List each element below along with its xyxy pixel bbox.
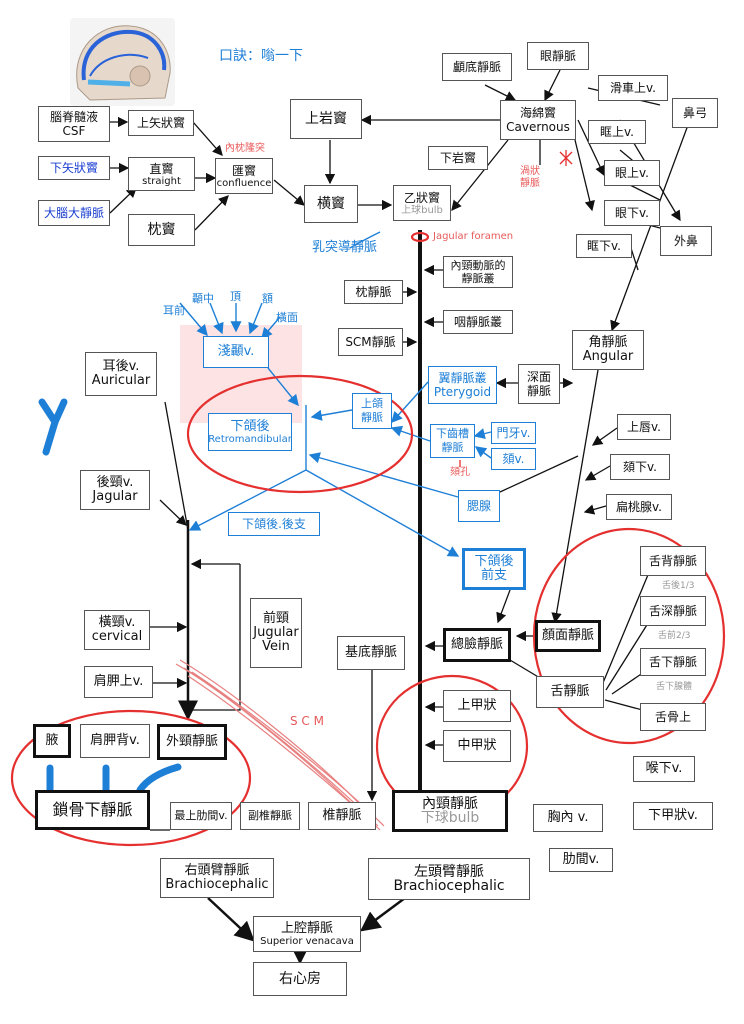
submental-vein-box[interactable]: 頦下v. (610, 454, 670, 480)
subclavian-links (46, 763, 182, 794)
inferior-alveolar-vein-box[interactable]: 下齒槽靜脈 (430, 424, 475, 458)
tongue-posterior-label: 舌後1/3 (662, 581, 695, 591)
deep-lingual-vein-box[interactable]: 舌深靜脈 (640, 596, 706, 626)
subclavian-vein-box[interactable]: 鎖骨下靜脈 (35, 790, 150, 830)
tongue-anterior-label: 舌前2/3 (658, 631, 691, 641)
external-jugular-vein-box[interactable]: 外頸靜脈 (157, 724, 227, 760)
temporal-anterior-label: 耳前 (163, 304, 185, 317)
facial-vein-box[interactable]: 顏面靜脈 (535, 620, 601, 652)
mastoid-emissary-label: 乳突導靜脈 (312, 240, 378, 255)
posterior-auricular-vein-box[interactable]: 耳後v.Auricular (85, 352, 157, 396)
scm-label: S C M (290, 714, 324, 728)
sigmoid-sinus-box[interactable]: 乙狀竇上球bulb (393, 185, 451, 221)
y-symbol (38, 398, 68, 456)
first-intercostal-vein-box[interactable]: 最上肋間v. (170, 802, 232, 830)
lingual-vein-box[interactable]: 舌靜脈 (536, 676, 604, 708)
jugular-foramen-label: Jagular foramen (433, 231, 514, 242)
supraorbital-vein-box[interactable]: 眶上v. (588, 120, 646, 144)
dorsal-lingual-vein-box[interactable]: 舌背靜脈 (640, 546, 706, 576)
sublingual-vein-box[interactable]: 舌下靜脈 (640, 648, 706, 676)
inferior-sagittal-sinus-box[interactable]: 下矢狀竇 (38, 156, 110, 180)
vertebral-vein-box[interactable]: 椎靜脈 (308, 802, 376, 830)
superior-sagittal-sinus-box[interactable]: 上矢狀竇 (128, 110, 194, 136)
internal-jugular-vein-box[interactable]: 內頸靜脈下球bulb (392, 790, 508, 832)
internal-thoracic-vein-box[interactable]: 胸內 v. (533, 804, 603, 832)
superficial-temporal-vein-box[interactable]: 淺顳v. (203, 336, 269, 368)
supratrochlear-vein-box[interactable]: 滑車上v. (598, 75, 668, 101)
suprahyoid-vein-box[interactable]: 舌骨上 (640, 703, 706, 731)
middle-thyroid-vein-box[interactable]: 中甲狀 (443, 730, 511, 762)
mnemonic: 口訣：嗡一下 (219, 48, 303, 64)
inferior-thyroid-vein-box[interactable]: 下甲狀v. (633, 802, 713, 830)
retromandibular-posterior-branch-box[interactable]: 下頜後.後支 (228, 512, 320, 536)
mental-vein-box[interactable]: 頦v. (491, 448, 536, 470)
scm-vein-box[interactable]: SCM靜脈 (338, 328, 403, 356)
cavernous-star (459, 150, 573, 467)
dorsal-scapular-vein-box[interactable]: 肩胛背v. (80, 724, 150, 758)
inferior-petrosal-sinus-box[interactable]: 下岩竇 (428, 146, 488, 170)
sublingual-gland-label: 舌下腺體 (656, 682, 693, 692)
deep-facial-vein-box[interactable]: 深面靜脈 (518, 364, 560, 404)
great-cerebral-vein-box[interactable]: 大腦大靜脈 (38, 200, 110, 226)
parietal-label: 頂 (230, 290, 241, 303)
nasal-arch-box[interactable]: 鼻弓 (672, 98, 718, 128)
posterior-jugular-vein-box[interactable]: 後頸v.Jagular (80, 470, 150, 510)
suprascapular-vein-box[interactable]: 肩胛上v. (84, 666, 153, 698)
incisor-vein-box[interactable]: 門牙v. (491, 422, 536, 444)
superior-labial-vein-box[interactable]: 上唇v. (617, 414, 671, 440)
axillary-vein-box[interactable]: 腋 (33, 724, 71, 758)
common-facial-vein-box[interactable]: 總臉靜脈 (443, 628, 511, 662)
occipital-vein-box[interactable]: 枕靜脈 (344, 280, 403, 304)
frontal-label: 額 (262, 292, 273, 305)
maxillary-vein-box[interactable]: 上頜靜脈 (352, 393, 392, 429)
inferior-ophthalmic-vein-box[interactable]: 眼下v. (604, 200, 660, 226)
parotid-gland-box[interactable]: 腮腺 (458, 490, 500, 522)
retromandibular-anterior-branch-box[interactable]: 下頜後前支 (462, 548, 526, 590)
inferior-laryngeal-vein-box[interactable]: 喉下v. (633, 756, 695, 782)
occipital-sinus-box[interactable]: 枕竇 (128, 214, 195, 246)
ica-venous-plexus-box[interactable]: 內頸動脈的靜脈叢 (443, 256, 513, 288)
skull-base-vein-box[interactable]: 顱底靜脈 (442, 53, 512, 81)
pharyngeal-plexus-box[interactable]: 咽靜脈叢 (443, 310, 513, 334)
skull-anatomy-image (70, 18, 175, 106)
superior-ophthalmic-vein-box[interactable]: 眼上v. (604, 160, 660, 186)
occipital-protuberance-label: 內枕隆突 (225, 143, 265, 154)
right-atrium-box[interactable]: 右心房 (253, 962, 347, 996)
superior-petrosal-sinus-box[interactable]: 上岩竇 (290, 99, 362, 139)
accessory-vertebral-vein-box[interactable]: 副椎靜脈 (240, 802, 300, 830)
temporal-middle-label: 顳中 (192, 292, 214, 305)
external-nose-box[interactable]: 外鼻 (660, 226, 712, 256)
tonsillar-vein-box[interactable]: 扁桃腺v. (606, 494, 672, 520)
mental-foramen-label: 頦孔 (450, 467, 470, 478)
intercostal-vein-box[interactable]: 肋間v. (549, 848, 613, 872)
transverse-facial-label: 橫面 (276, 311, 298, 324)
ophthalmic-vein-box[interactable]: 眼靜脈 (527, 42, 589, 70)
superior-thyroid-vein-box[interactable]: 上甲狀 (443, 690, 511, 722)
emissary-label: 渦狀靜脈 (520, 166, 540, 189)
transverse-sinus-box[interactable]: 横竇 (304, 185, 358, 223)
infraorbital-vein-box[interactable]: 眶下v. (576, 234, 632, 258)
basilar-vein-box[interactable]: 基底靜脈 (337, 636, 405, 670)
transverse-cervical-vein-box[interactable]: 橫頸v.cervical (84, 610, 150, 650)
